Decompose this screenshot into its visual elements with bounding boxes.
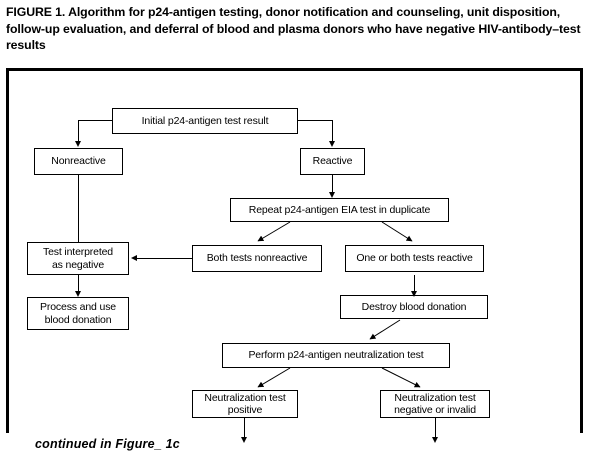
node-neut-positive-line1: Neutralization test [204,391,286,404]
node-neutralization-test-negative-or-invalid[interactable]: Neutralization test negative or invalid [380,390,490,418]
connector-nonreactive-to-negative [78,175,79,243]
node-neut-negative-line1: Neutralization test [394,391,476,404]
node-perform-neutralization-test[interactable]: Perform p24-antigen neutralization test [222,343,450,368]
node-reactive[interactable]: Reactive [300,148,365,175]
arrowhead-to-destroy [411,291,417,297]
node-neutralization-test-positive[interactable]: Neutralization test positive [192,390,298,418]
connector-neutnegative-stub [435,418,436,438]
arrowhead-to-process-use [75,291,81,297]
arrowhead-to-nonreactive [75,141,81,147]
node-test-interpreted-negative-line2: as negative [51,258,105,271]
node-one-or-both-reactive[interactable]: One or both tests reactive [345,245,484,272]
arrowhead-neutpositive-continues [241,437,247,443]
connector-onereactive-to-destroy [414,275,415,292]
node-nonreactive[interactable]: Nonreactive [34,148,123,175]
connector-initial-left-h [78,120,113,121]
node-process-use-line2: blood donation [44,313,112,326]
continued-in-figure-note: continued in Figure_ 1c [35,437,180,451]
node-neut-negative-line2: negative or invalid [394,404,476,416]
node-destroy-blood-donation[interactable]: Destroy blood donation [340,295,488,319]
connector-bothnonreactive-to-negative [133,258,193,259]
arrowhead-to-reactive [329,141,335,147]
node-process-and-use-blood-donation[interactable]: Process and use blood donation [27,297,129,330]
node-both-tests-nonreactive[interactable]: Both tests nonreactive [192,245,322,272]
node-process-use-line1: Process and use [40,301,116,313]
connector-initial-right-h [297,120,333,121]
arrowhead-neutnegative-continues [432,437,438,443]
connector-negative-to-process [78,275,79,292]
connector-neutpositive-stub [244,418,245,438]
connector-initial-left-v [78,120,79,142]
node-repeat-eia[interactable]: Repeat p24-antigen EIA test in duplicate [230,198,449,222]
connector-reactive-to-eia [332,175,333,193]
node-test-interpreted-negative-line1: Test interpreted [43,246,113,258]
arrowhead-to-repeat-eia [329,192,335,198]
node-initial-test-result[interactable]: Initial p24-antigen test result [112,108,298,134]
connector-initial-right-v [332,120,333,142]
node-neut-positive-line2: positive [227,404,263,416]
node-test-interpreted-negative[interactable]: Test interpreted as negative [27,242,129,275]
figure-caption: FIGURE 1. Algorithm for p24-antigen test… [6,5,581,52]
arrowhead-to-test-negative [131,255,137,261]
